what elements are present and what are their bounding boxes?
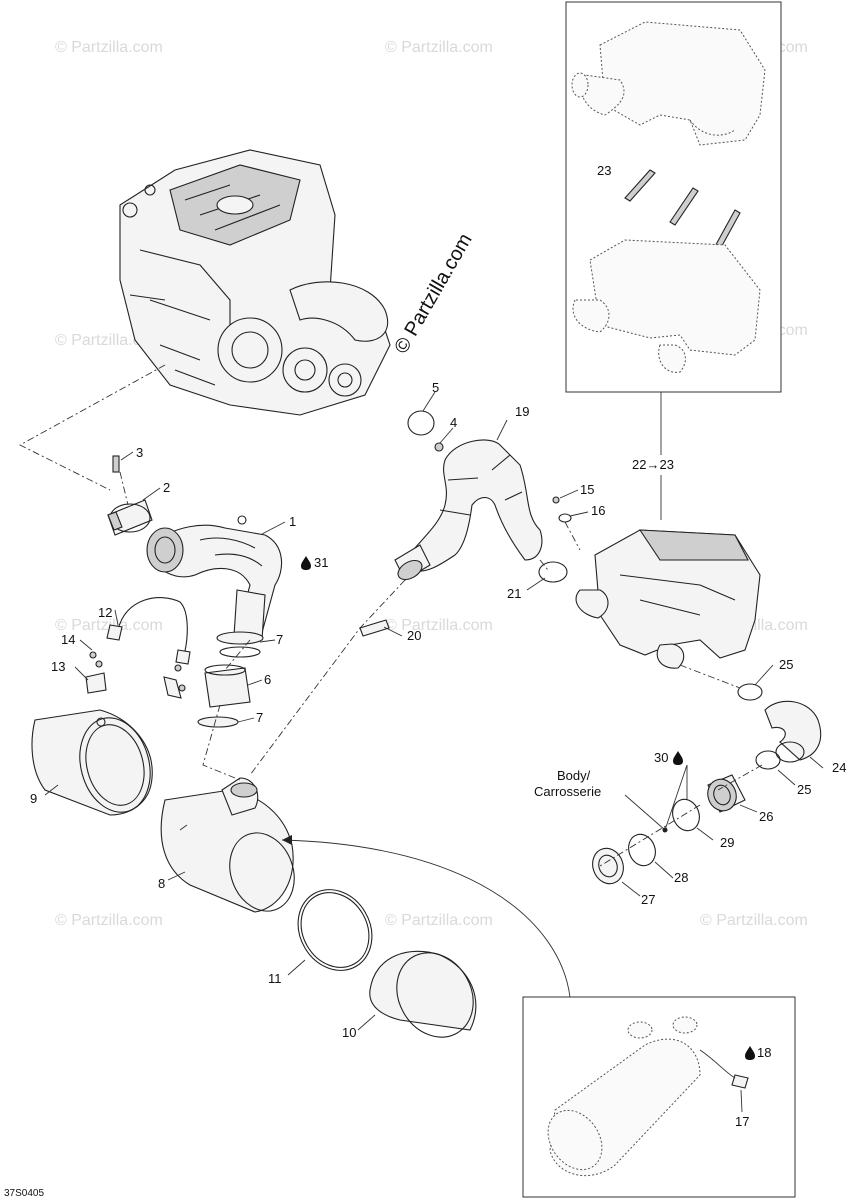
callout-25-lower: 25 [797, 782, 811, 797]
callout-26: 26 [759, 809, 773, 824]
body-label-line-1: Body/ [557, 768, 591, 783]
watermark: © Partzilla.com [55, 912, 163, 929]
callout-11: 11 [268, 971, 282, 986]
resonator-assembly [575, 529, 761, 669]
callout-7-upper: 7 [276, 632, 283, 647]
callout-3: 3 [136, 445, 143, 460]
gasket-strips [624, 169, 741, 254]
exhaust-manifold-part-1 [146, 515, 283, 644]
nut-part-27 [592, 847, 624, 885]
exhaust-hose-part-19 [394, 439, 543, 581]
engine-illustration [119, 149, 391, 416]
cover-part-10 [369, 950, 477, 1038]
gasket-part-7-lower [197, 716, 239, 728]
watermark: © Partzilla.com [385, 39, 493, 56]
callout-31: 31 [314, 555, 328, 570]
sealant-drop-icon [745, 1046, 755, 1060]
gasket-part-28 [628, 833, 656, 867]
callout-10: 10 [342, 1025, 356, 1040]
callout-21: 21 [507, 586, 521, 601]
sealant-drop-icon [673, 751, 683, 765]
arrow-head-icon [282, 835, 292, 845]
watermark: © Partzilla.com [55, 617, 163, 634]
watermark: © Partzilla.com [385, 617, 493, 634]
watermark: © Partzilla.com [55, 39, 163, 56]
callout-1: 1 [289, 514, 296, 529]
callout-4: 4 [450, 415, 457, 430]
callout-29: 29 [720, 835, 734, 850]
callout-leaders [44, 391, 824, 1113]
screw-part-4 [434, 442, 444, 452]
clamp-part-25-lower [755, 750, 781, 770]
callout-23: 23 [597, 163, 611, 178]
gasket-part-7-upper [216, 631, 264, 658]
callout-2: 2 [163, 480, 170, 495]
callout-25-upper: 25 [779, 657, 793, 672]
callout-14: 14 [61, 632, 75, 647]
assembly-dash-lines [19, 364, 763, 867]
body-label-line-2: Carrosserie [534, 784, 601, 799]
clamp-part-25-upper [737, 683, 763, 701]
clamp-part-2 [107, 499, 153, 536]
callout-19: 19 [515, 404, 529, 419]
band-part-11 [297, 889, 373, 971]
callout-24: 24 [832, 760, 846, 775]
junction-dot [662, 827, 668, 833]
gasket-part-29 [672, 798, 700, 832]
callout-5: 5 [432, 380, 439, 395]
ring-part-5 [407, 410, 435, 436]
hose-part-12 [106, 597, 191, 665]
watermark: © Partzilla.com [700, 912, 808, 929]
muffler-part-8 [160, 777, 295, 913]
stud-part-3 [112, 455, 120, 473]
callout-9: 9 [30, 791, 37, 806]
clamp-part-21 [538, 561, 568, 583]
callout-labels: 1 2 3 4 5 6 7 7 8 9 10 11 12 13 14 15 16… [4, 163, 846, 1199]
resonator-upper-ghost [571, 21, 766, 146]
resonator-lower-ghost [572, 239, 761, 373]
heat-shield-part-9 [31, 709, 153, 816]
sleeve-part-6 [204, 664, 251, 708]
bracket-part-13 [85, 672, 182, 699]
callout-28: 28 [674, 870, 688, 885]
callout-16: 16 [591, 503, 605, 518]
elbow-hose-part-24 [764, 700, 822, 763]
figure-code: 37S0405 [4, 1188, 44, 1199]
screw-part-15 [552, 496, 560, 504]
fitting-part-26 [707, 774, 746, 813]
callout-8: 8 [158, 876, 165, 891]
callout-17: 17 [735, 1114, 749, 1129]
callout-27: 27 [641, 892, 655, 907]
watermark: © Partzilla.com [385, 912, 493, 929]
sealant-drop-icon [301, 556, 311, 570]
center-watermark: © Partzilla.com [390, 230, 476, 358]
reference-arrow [281, 839, 571, 998]
muffler-inset-ghost [547, 1016, 749, 1177]
callout-20: 20 [407, 628, 421, 643]
callout-18: 18 [757, 1045, 771, 1060]
callout-6: 6 [264, 672, 271, 687]
clamp-part-20 [359, 619, 390, 637]
callout-12: 12 [98, 605, 112, 620]
washer-part-16 [558, 513, 572, 523]
flow-label-22-23: 22→23 [632, 457, 674, 472]
callout-13: 13 [51, 659, 65, 674]
callout-30: 30 [654, 750, 668, 765]
callout-7-lower: 7 [256, 710, 263, 725]
callout-15: 15 [580, 482, 594, 497]
screws-part-14 [89, 651, 186, 692]
